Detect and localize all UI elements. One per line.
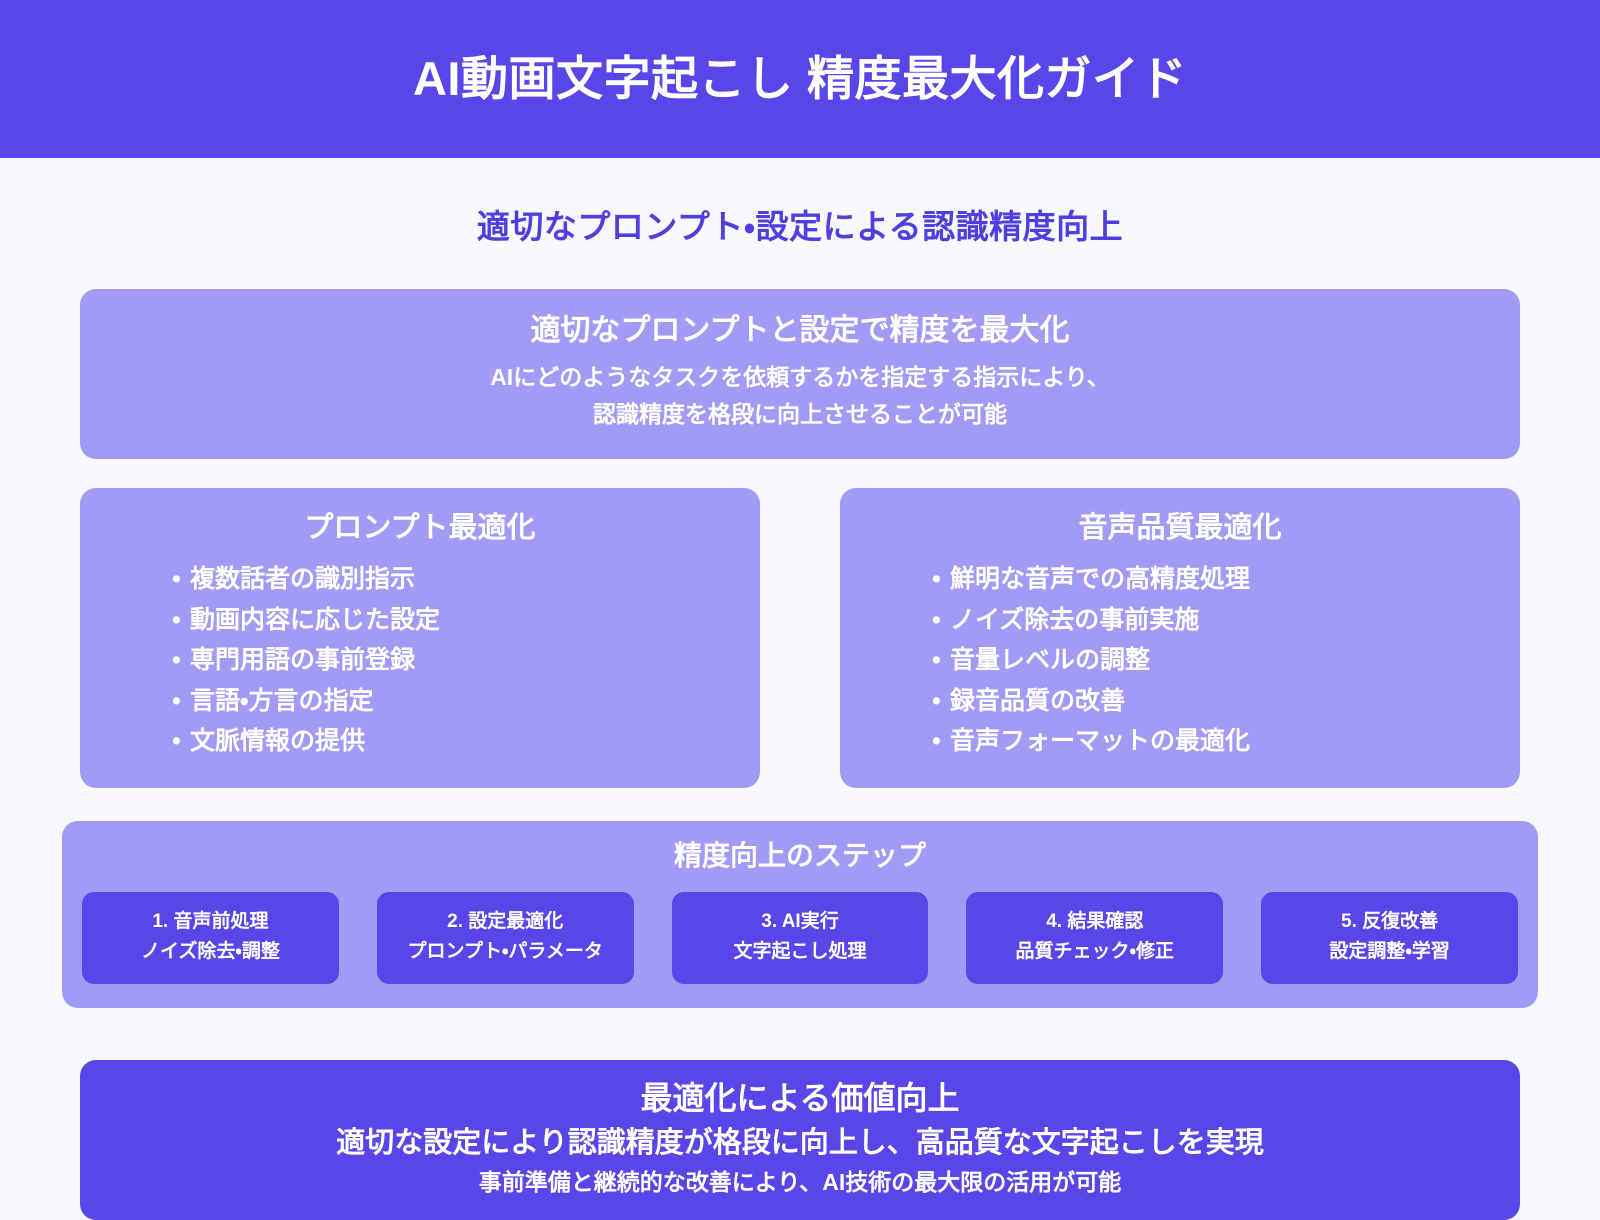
step-description: 設定調整・学習	[1329, 941, 1450, 963]
list-item: 鮮明な音声での高精度処理	[932, 559, 1490, 600]
list-item: 動画内容に応じた設定	[172, 600, 730, 641]
step-4: 4. 結果確認 品質チェック・修正	[966, 892, 1224, 984]
list-item: 複数話者の識別指示	[172, 559, 730, 600]
highlight-box: 適切なプロンプトと設定で精度を最大化 AIにどのようなタスクを依頼するかを指定す…	[80, 288, 1520, 459]
list-item: ノイズ除去の事前実施	[932, 600, 1490, 641]
highlight-title: 適切なプロンプトと設定で精度を最大化	[530, 313, 1070, 347]
list-item: 音量レベルの調整	[932, 640, 1490, 681]
feature-cards-row: プロンプト最適化 複数話者の識別指示 動画内容に応じた設定 専門用語の事前登録 …	[80, 487, 1520, 788]
list-item: 音声フォーマットの最適化	[932, 721, 1490, 762]
step-name: 4. 結果確認	[1046, 911, 1144, 933]
step-description: ノイズ除去・調整	[140, 941, 280, 963]
card-title: プロンプト最適化	[304, 511, 536, 544]
step-2: 2. 設定最適化 プロンプト・パラメータ	[376, 892, 634, 984]
step-description: 品質チェック・修正	[1015, 941, 1175, 963]
page-body: 適切なプロンプト・設定による認識精度向上 適切なプロンプトと設定で精度を最大化 …	[0, 158, 1600, 1220]
highlight-line-2: 認識精度を格段に向上させることが可能	[593, 400, 1007, 427]
list-item: 録音品質の改善	[932, 681, 1490, 722]
section-subtitle: 適切なプロンプト・設定による認識精度向上	[476, 208, 1124, 245]
step-name: 3. AI実行	[761, 911, 839, 933]
list-item: 専門用語の事前登録	[172, 640, 730, 681]
card-bullet-list: 鮮明な音声での高精度処理 ノイズ除去の事前実施 音量レベルの調整 録音品質の改善…	[870, 559, 1490, 762]
card-title: 音声品質最適化	[1078, 511, 1282, 544]
conclusion-title: 最適化による価値向上	[640, 1079, 960, 1116]
list-item: 文脈情報の提供	[172, 721, 730, 762]
highlight-line-1: AIにどのようなタスクを依頼するかを指定する指示により、	[490, 364, 1110, 391]
step-name: 1. 音声前処理	[152, 911, 269, 933]
page-title: AI動画文字起こし 精度最大化ガイド	[412, 52, 1188, 106]
step-name: 2. 設定最適化	[447, 911, 564, 933]
page-header: AI動画文字起こし 精度最大化ガイド	[0, 0, 1600, 158]
conclusion-line-2: 事前準備と継続的な改善により、AI技術の最大限の活用が可能	[478, 1168, 1122, 1195]
conclusion-line-1: 適切な設定により認識精度が格段に向上し、高品質な文字起こしを実現	[336, 1126, 1264, 1159]
card-bullet-list: 複数話者の識別指示 動画内容に応じた設定 専門用語の事前登録 言語・方言の指定 …	[110, 559, 730, 762]
step-5: 5. 反復改善 設定調整・学習	[1261, 892, 1518, 984]
steps-row: 1. 音声前処理 ノイズ除去・調整 2. 設定最適化 プロンプト・パラメータ 3…	[72, 892, 1528, 984]
steps-panel: 精度向上のステップ 1. 音声前処理 ノイズ除去・調整 2. 設定最適化 プロン…	[62, 820, 1538, 1008]
card-prompt-optimization: プロンプト最適化 複数話者の識別指示 動画内容に応じた設定 専門用語の事前登録 …	[80, 487, 760, 788]
conclusion-box: 最適化による価値向上 適切な設定により認識精度が格段に向上し、高品質な文字起こし…	[80, 1059, 1520, 1220]
step-3: 3. AI実行 文字起こし処理	[671, 892, 929, 984]
step-1: 1. 音声前処理 ノイズ除去・調整	[82, 892, 339, 984]
steps-title: 精度向上のステップ	[673, 839, 926, 871]
step-name: 5. 反復改善	[1341, 911, 1439, 933]
step-description: 文字起こし処理	[733, 941, 867, 963]
card-audio-quality-optimization: 音声品質最適化 鮮明な音声での高精度処理 ノイズ除去の事前実施 音量レベルの調整…	[840, 487, 1520, 788]
step-description: プロンプト・パラメータ	[407, 941, 603, 963]
list-item: 言語・方言の指定	[172, 681, 730, 722]
